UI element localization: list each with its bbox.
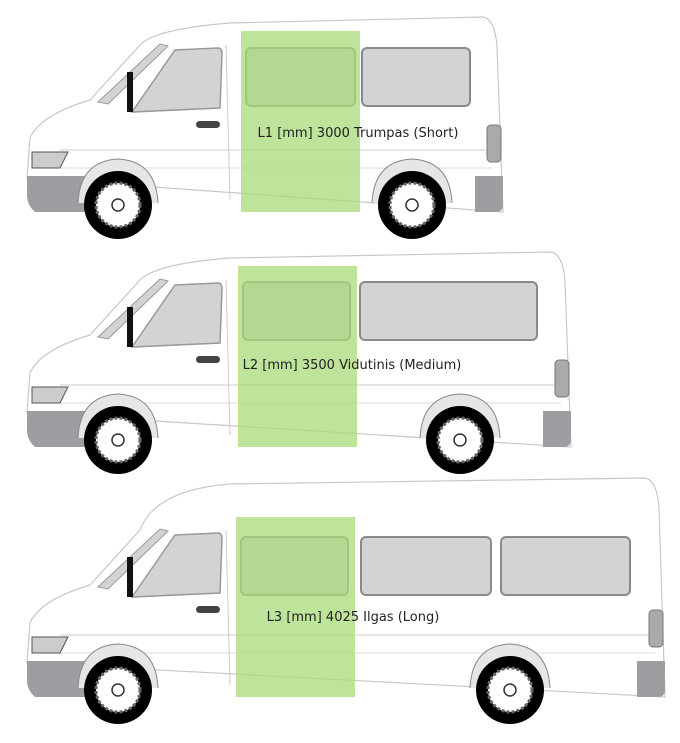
- side-window: [360, 536, 492, 596]
- taillight: [486, 124, 502, 163]
- door-seam: [225, 529, 231, 686]
- cargo-length-highlight: [238, 266, 357, 447]
- wheel: [77, 643, 159, 724]
- hub-star-icon: [111, 433, 125, 447]
- headlight: [31, 636, 69, 654]
- rim: [388, 181, 436, 229]
- mirror-arm: [127, 307, 133, 347]
- mirror-arm: [127, 72, 133, 112]
- rear-bumper: [637, 661, 665, 697]
- van-l1: L1 [mm] 3000 Trumpas (Short): [26, 16, 504, 239]
- door-handle: [196, 356, 220, 363]
- headlight: [31, 386, 69, 404]
- wheel: [77, 393, 159, 474]
- door-seam: [225, 279, 231, 436]
- cab-window: [130, 532, 223, 598]
- wheel: [469, 643, 551, 724]
- rear-bumper: [543, 411, 571, 447]
- wheel: [419, 393, 501, 474]
- van-l2: L2 [mm] 3500 Vidutinis (Medium): [26, 251, 572, 474]
- cab-window: [130, 282, 223, 348]
- front-bumper: [27, 661, 88, 697]
- hub-star-icon: [503, 683, 517, 697]
- hub-star-icon: [453, 433, 467, 447]
- hub-star-icon: [111, 198, 125, 212]
- van-length-label: L3 [mm] 4025 Ilgas (Long): [267, 610, 440, 625]
- hub-star-icon: [111, 683, 125, 697]
- van-length-label: L1 [mm] 3000 Trumpas (Short): [258, 126, 459, 141]
- mirror-arm: [127, 557, 133, 597]
- rim: [94, 181, 142, 229]
- hub-star-icon: [405, 198, 419, 212]
- door-handle: [196, 606, 220, 613]
- headlight: [31, 151, 69, 169]
- side-window: [361, 47, 471, 107]
- door-handle: [196, 121, 220, 128]
- taillight: [554, 359, 570, 398]
- van-length-label: L2 [mm] 3500 Vidutinis (Medium): [243, 358, 462, 373]
- side-window: [359, 281, 538, 341]
- rear-bumper: [475, 176, 503, 212]
- rim: [94, 666, 142, 714]
- cargo-length-highlight: [241, 31, 360, 212]
- front-bumper: [27, 176, 88, 212]
- rim: [94, 416, 142, 464]
- rim: [486, 666, 534, 714]
- door-seam: [225, 44, 231, 201]
- rim: [436, 416, 484, 464]
- cab-window: [130, 47, 223, 113]
- wheel: [371, 158, 453, 239]
- cargo-length-highlight: [236, 517, 355, 697]
- side-window: [500, 536, 631, 596]
- van-l3: L3 [mm] 4025 Ilgas (Long): [26, 477, 666, 724]
- front-bumper: [27, 411, 88, 447]
- taillight: [648, 609, 664, 648]
- wheel: [77, 158, 159, 239]
